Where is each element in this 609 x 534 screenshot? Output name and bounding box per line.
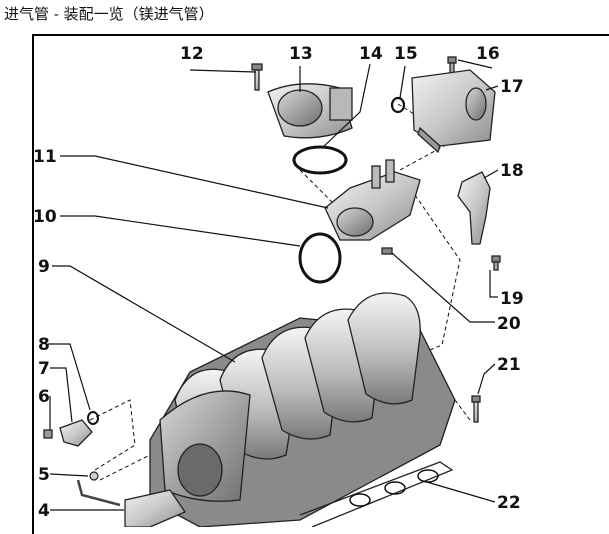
callout-7: 7	[38, 359, 50, 379]
callout-20: 20	[497, 314, 521, 334]
diagram-frame	[32, 34, 609, 534]
part-18-bracket	[457, 171, 491, 245]
part-17-housing	[411, 69, 496, 154]
callout-13: 13	[289, 44, 313, 64]
part-14-seal-ring	[292, 145, 348, 175]
callout-18: 18	[500, 161, 524, 181]
callout-5: 5	[38, 465, 50, 485]
part-9-intake-manifold	[149, 292, 456, 527]
callout-9: 9	[38, 257, 50, 277]
callout-17: 17	[500, 77, 524, 97]
callout-16: 16	[476, 44, 500, 64]
diagram-title: 进气管 - 装配一览（镁进气管）	[4, 5, 214, 23]
callout-6: 6	[38, 387, 50, 407]
part-13-throttle-body	[267, 83, 353, 139]
callout-8: 8	[38, 335, 50, 355]
part-5-clip	[89, 471, 99, 481]
leader-lines	[48, 59, 499, 511]
callout-labels: 12 13 14 15 16 17 18 19 20 21 22 11 10 9…	[33, 44, 524, 521]
part-15-seal	[390, 96, 406, 114]
part-11-flange	[324, 159, 421, 241]
part-8-seal	[87, 411, 99, 425]
callout-21: 21	[497, 355, 521, 375]
callout-14: 14	[359, 44, 383, 64]
hose-fitting	[76, 479, 121, 507]
callout-15: 15	[394, 44, 418, 64]
part-10-seal-ring	[298, 232, 342, 284]
callout-12: 12	[180, 44, 204, 64]
part-12-bolt	[251, 63, 263, 91]
callout-10: 10	[33, 207, 57, 227]
part-4-actuator	[124, 489, 186, 527]
part-20-bolt	[381, 247, 393, 255]
part-6-screw	[43, 429, 53, 439]
part-16-screw	[447, 56, 457, 74]
callout-4: 4	[38, 501, 50, 521]
callout-11: 11	[33, 147, 57, 167]
part-7-sensor	[59, 419, 93, 447]
callout-19: 19	[500, 289, 524, 309]
part-19-screw	[491, 255, 501, 271]
part-21-bolt	[471, 395, 481, 423]
callout-22: 22	[497, 493, 521, 513]
